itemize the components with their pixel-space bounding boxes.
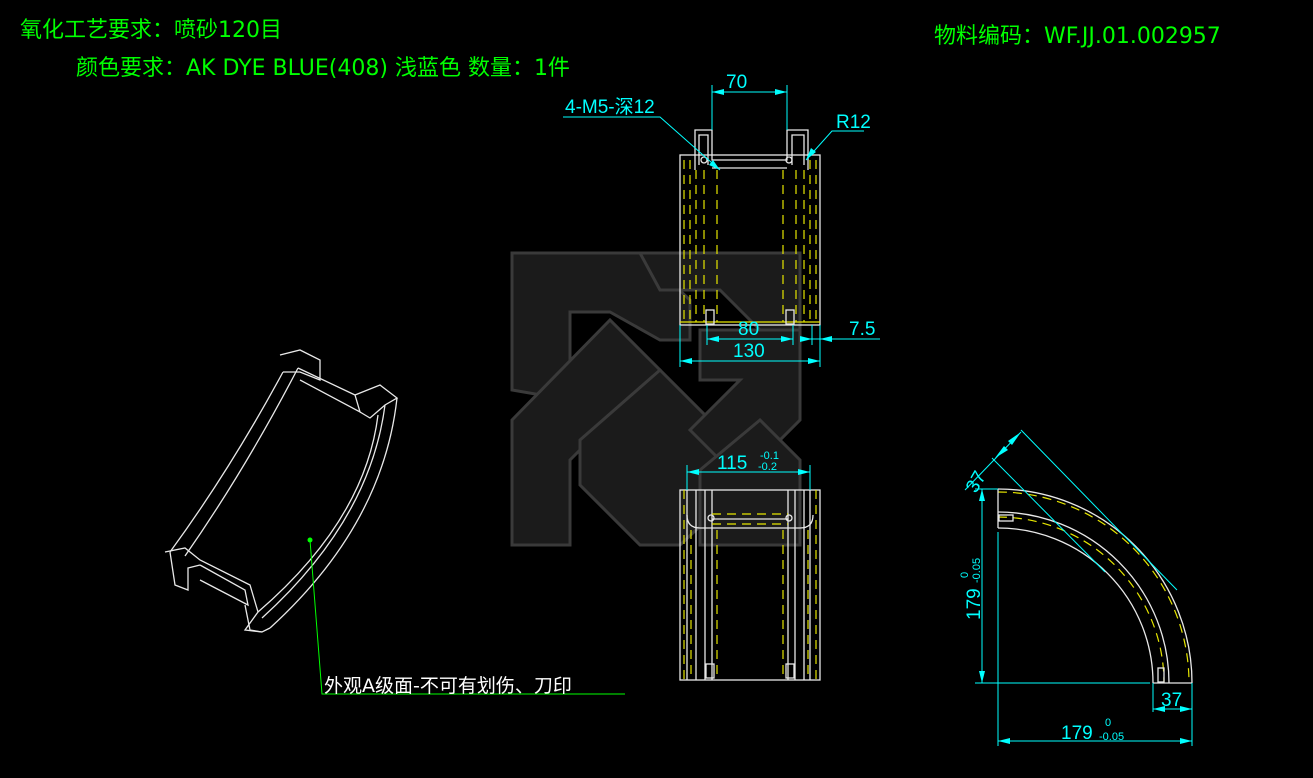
dim-179-horizontal: 179 — [1061, 723, 1093, 744]
dim-115: 115 — [717, 453, 747, 474]
thread-note: 4-M5-深12 — [565, 96, 655, 118]
dim-7-5: 7.5 — [849, 319, 875, 340]
part-code: 物料编码：WF.JJ.01.002957 — [934, 24, 1221, 49]
dim-37-bottom: 37 — [1161, 690, 1182, 711]
front-view: 115 -0.1 -0.2 — [679, 450, 821, 681]
color-note: 颜色要求：AK DYE BLUE(408) 浅蓝色 数量：1件 — [76, 56, 570, 81]
dim-179-vertical: 179 — [964, 588, 985, 620]
tol-h-upper: 0 — [1105, 717, 1111, 729]
anodize-note: 氧化工艺要求：喷砂120目 — [20, 18, 282, 43]
tol-lower: -0.2 — [758, 461, 777, 473]
top-view: 70 4-M5-深12 R12 80 130 7.5 — [563, 72, 880, 367]
dim-37-diagonal: 37 — [962, 468, 991, 497]
radius-label: R12 — [836, 112, 871, 133]
surface-callout: 外观A级面-不可有划伤、刀印 — [324, 675, 572, 697]
arc-view: 37 179 0 -0.05 179 0 -0.05 37 — [959, 429, 1193, 746]
dim-80: 80 — [738, 319, 759, 340]
dim-70: 70 — [726, 72, 747, 93]
watermark-logo — [510, 251, 802, 547]
callout-leader — [309, 539, 625, 695]
dim-130: 130 — [733, 341, 765, 362]
tol-v-lower: -0.05 — [971, 558, 983, 583]
tol-h-lower: -0.05 — [1099, 731, 1124, 743]
isometric-view — [164, 349, 399, 633]
tol-upper: -0.1 — [760, 450, 779, 462]
tol-v-upper: 0 — [959, 572, 971, 578]
